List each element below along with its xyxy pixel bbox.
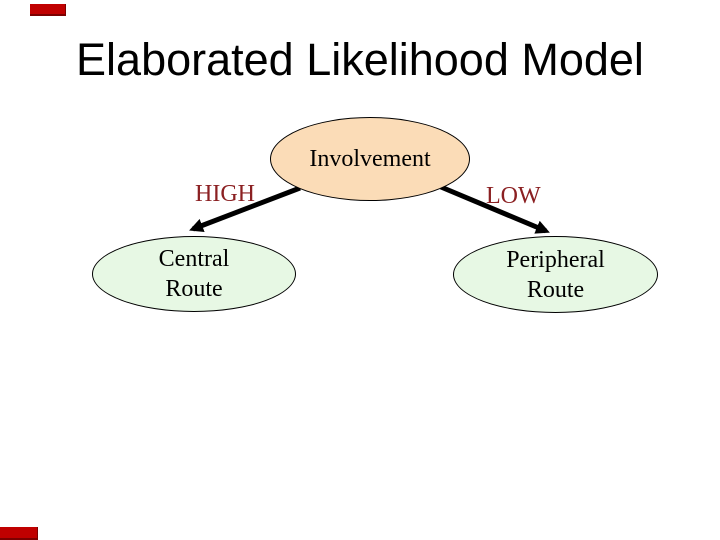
edge-label-high: HIGH	[195, 181, 255, 207]
node-central-route-label: Central Route	[158, 246, 230, 302]
node-peripheral-route-label: Peripheral Route	[506, 246, 605, 303]
node-involvement: Involvement	[270, 117, 470, 201]
edge-label-low: LOW	[486, 183, 541, 209]
node-involvement-label: Involvement	[309, 146, 431, 172]
node-central-route: Central Route	[92, 236, 296, 312]
decor-red-bar-top	[30, 4, 66, 16]
node-peripheral-route: Peripheral Route	[453, 236, 658, 313]
slide-title: Elaborated Likelihood Model	[76, 34, 644, 85]
decor-red-bar-bottom	[0, 527, 38, 540]
